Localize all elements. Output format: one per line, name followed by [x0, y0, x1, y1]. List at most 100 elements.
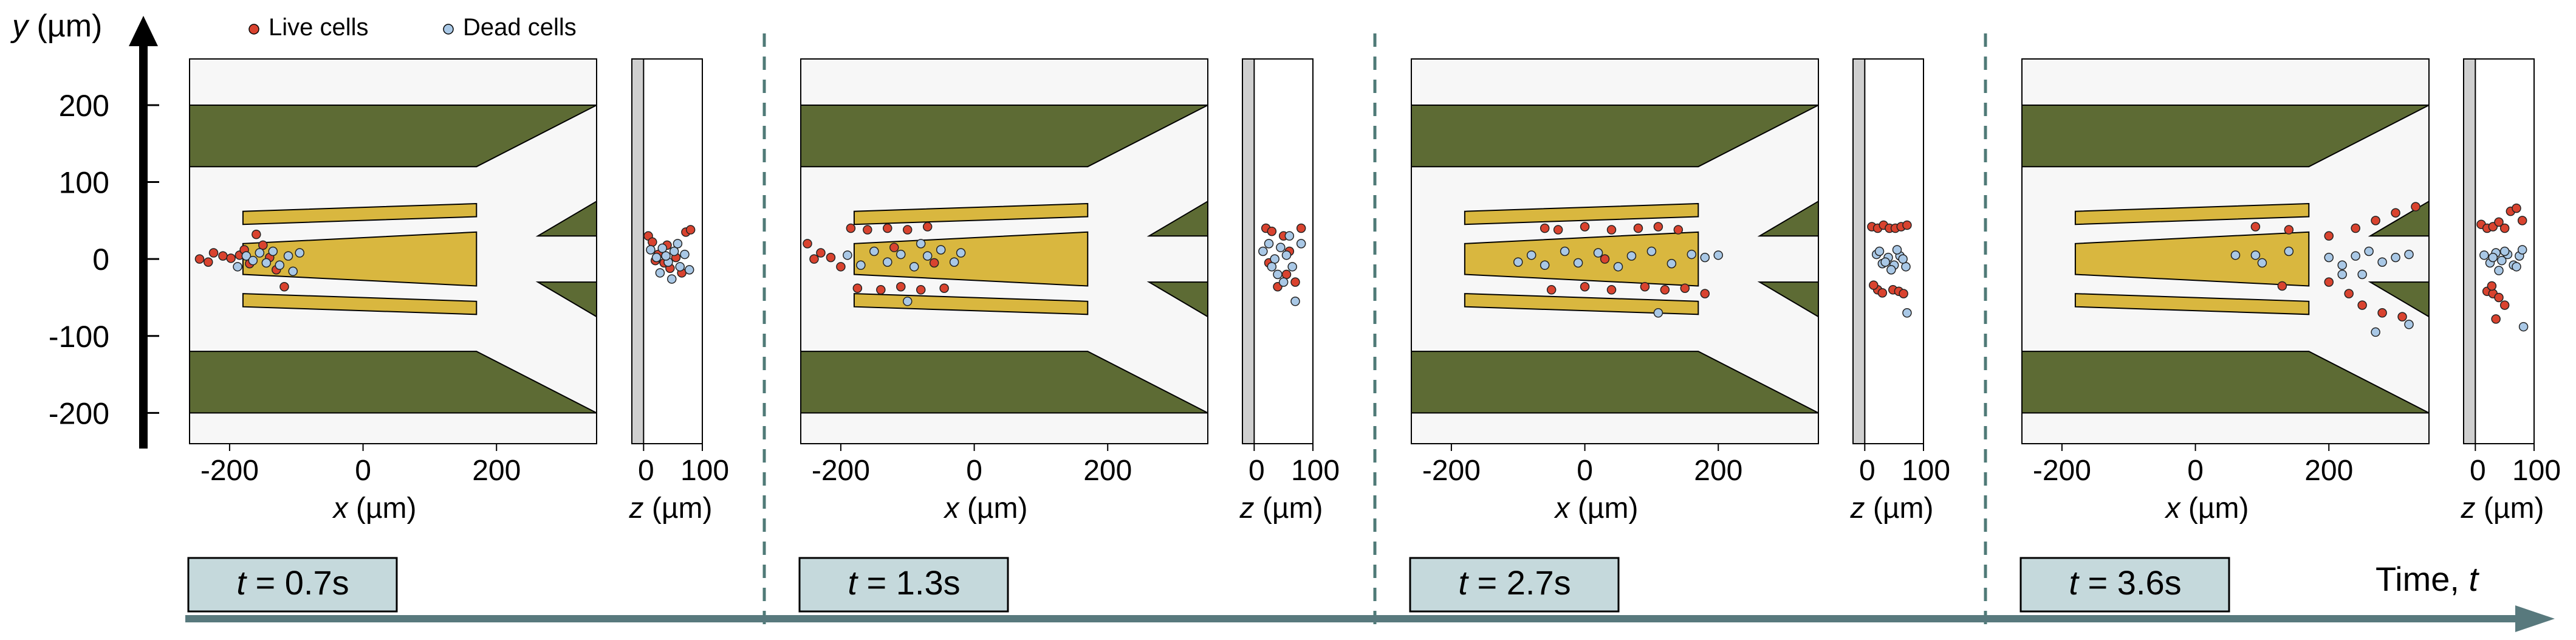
time-axis-arrowhead	[2515, 605, 2555, 632]
dead-cell-point	[2497, 255, 2507, 266]
z-tick-label: 0	[638, 455, 654, 487]
live-cell-point	[1290, 277, 1300, 287]
dead-cell-point	[2404, 249, 2414, 260]
z-tick-label: 100	[1291, 455, 1340, 487]
time-label-box	[1409, 557, 1620, 613]
dead-cell-point	[2494, 266, 2504, 275]
dead-cell-point	[2479, 250, 2489, 260]
dead-cell-point	[2230, 250, 2241, 260]
time-label: t = 0.7s	[236, 563, 349, 602]
live-cell-point	[648, 237, 657, 247]
live-cell-point	[204, 257, 213, 267]
electrode-plate-center	[853, 231, 1089, 287]
dead-cell-point	[283, 251, 293, 261]
live-cell-point	[1606, 285, 1617, 295]
dead-cell-point	[922, 251, 933, 261]
live-cell-point	[2324, 231, 2334, 241]
live-cell-point	[226, 253, 236, 263]
z-axis-label: z (µm)	[629, 492, 713, 525]
dead-cell-point	[261, 258, 272, 268]
live-cell-point	[1869, 280, 1879, 290]
dead-cell-point	[2284, 246, 2294, 256]
live-cell-point	[2499, 300, 2510, 310]
live-cell-point	[2277, 281, 2287, 291]
legend-dead-marker	[443, 24, 454, 35]
legend-dead-label: Dead cells	[463, 14, 577, 41]
x-tick-label: -200	[1422, 455, 1481, 487]
z-tick-label: 0	[1249, 455, 1265, 487]
electrode-plate-bottom	[242, 293, 478, 315]
z-wall-strip	[2463, 58, 2476, 444]
live-cell-point	[1540, 223, 1550, 233]
live-cell-point	[1673, 225, 1684, 235]
dead-cell-point	[856, 260, 866, 270]
live-cell-point	[1553, 225, 1563, 235]
x-tick-label: 0	[1577, 455, 1593, 487]
dead-cell-point	[1287, 262, 1297, 272]
live-cell-point	[1606, 225, 1617, 235]
live-cell-point	[258, 240, 268, 250]
x-axis-label: x (µm)	[944, 492, 1028, 525]
channel-wall-top	[2021, 105, 2430, 168]
dead-cell-point	[666, 274, 677, 284]
dead-cell-point	[2488, 252, 2498, 263]
channel-wall-bottom	[800, 351, 1208, 414]
time-axis-label: Time, t	[2376, 560, 2479, 598]
dead-cell-point	[1276, 243, 1286, 252]
legend-live-marker	[248, 24, 259, 35]
live-cell-point	[929, 258, 939, 268]
live-cell-point	[1600, 254, 1610, 264]
live-cell-point	[1660, 285, 1670, 295]
dead-cell-point	[1278, 277, 1289, 287]
live-cell-point	[1580, 281, 1590, 292]
live-cell-point	[1633, 223, 1643, 233]
dead-cell-point	[1290, 297, 1300, 306]
live-cell-point	[2487, 281, 2497, 291]
live-cell-point	[939, 283, 949, 294]
dead-cell-point	[1874, 246, 1885, 256]
live-cell-point	[2397, 312, 2407, 322]
x-tick-label: -200	[200, 455, 259, 487]
z-axis-label: z (µm)	[1239, 492, 1323, 525]
dead-cell-point	[2250, 250, 2261, 260]
dead-cell-point	[657, 243, 668, 253]
dead-cell-point	[1653, 308, 1663, 318]
dead-cell-point	[1713, 250, 1723, 260]
dead-cell-point	[2517, 245, 2527, 255]
dead-cell-point	[1667, 259, 1677, 269]
live-cell-point	[1653, 222, 1663, 232]
dead-cell-point	[1626, 251, 1637, 261]
z-axis-label: z (µm)	[2461, 492, 2544, 525]
live-cell-point	[816, 248, 826, 258]
dead-cell-point	[956, 248, 966, 258]
x-tick-label: 200	[1694, 455, 1742, 487]
dead-cell-point	[2364, 246, 2374, 256]
outlet-wedge-top	[2368, 200, 2430, 237]
dead-cell-point	[275, 260, 285, 270]
dead-cell-point	[2512, 262, 2521, 272]
dead-cell-point	[1898, 254, 1908, 264]
live-cell-point	[1877, 288, 1888, 298]
dead-cell-point	[2377, 257, 2387, 267]
dead-cell-point	[2257, 258, 2267, 268]
dead-cell-point	[1880, 257, 1890, 267]
electrode-plate-center	[242, 231, 478, 287]
channel-wall-top	[1411, 105, 1819, 168]
live-cell-point	[194, 254, 205, 264]
electrode-plate-bottom	[853, 293, 1089, 315]
y-axis-label: y (µm)	[10, 9, 102, 44]
dead-cell-point	[949, 257, 959, 267]
live-cell-point	[846, 223, 856, 233]
electrode-plate-bottom	[1464, 293, 1699, 315]
live-cell-point	[208, 248, 219, 258]
x-tick-label: 0	[2187, 455, 2204, 487]
y-tick-label: -100	[49, 320, 109, 354]
z-tick-label: 100	[2512, 455, 2561, 487]
live-cell-point	[1899, 289, 1908, 298]
live-cell-point	[2357, 300, 2367, 310]
dead-cell-point	[1646, 246, 1657, 256]
